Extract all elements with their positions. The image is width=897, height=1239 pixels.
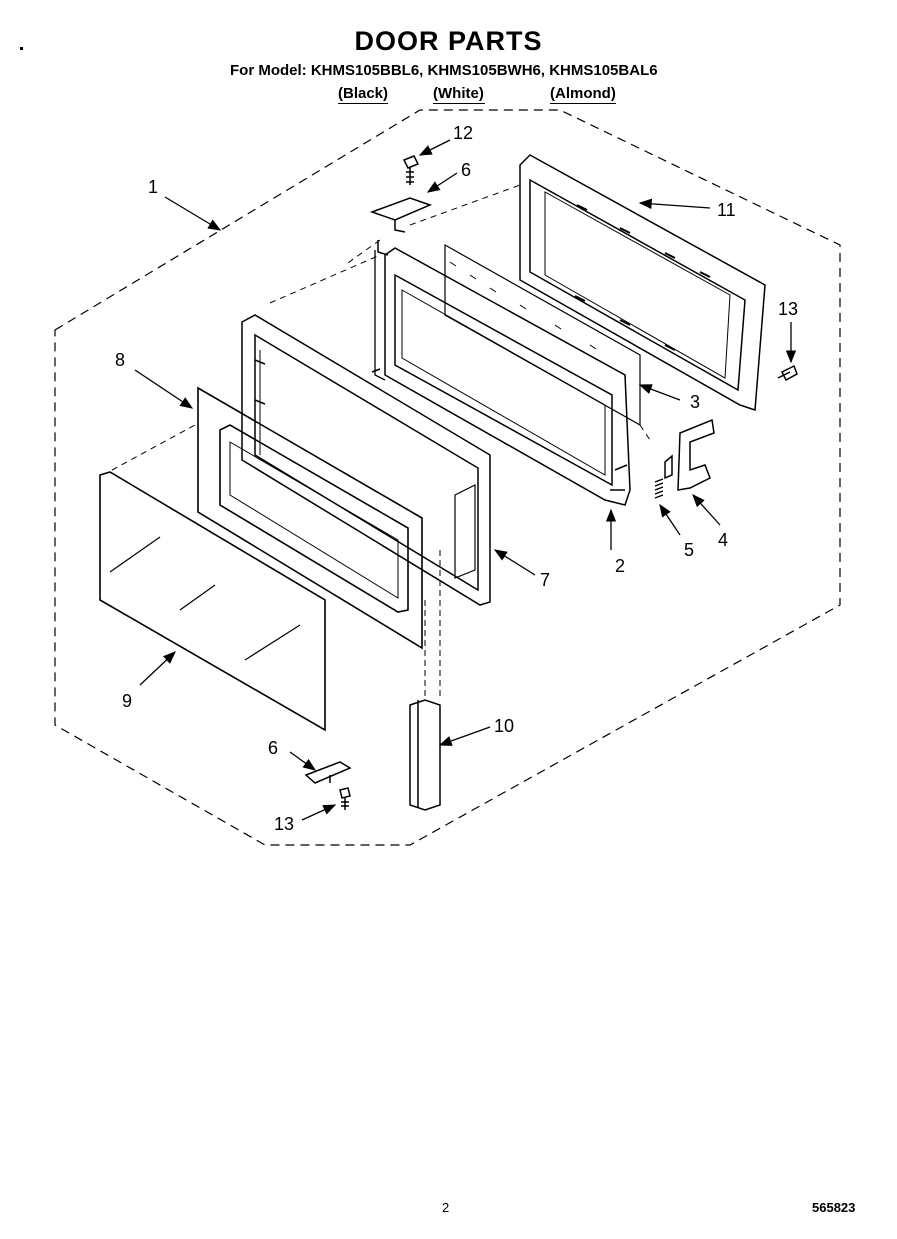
part-13-screw-right — [777, 364, 798, 382]
part-6-top-hinge — [369, 197, 433, 256]
callout-7: 7 — [540, 570, 550, 590]
part-8-trim-frame — [197, 386, 423, 650]
callout-8: 8 — [115, 350, 125, 370]
part-11-choke-frame — [519, 154, 766, 412]
callout-13-right: 13 — [778, 299, 798, 319]
variant-white: (White) — [433, 85, 484, 102]
leader-lines — [134, 139, 797, 821]
callout-13-bottom: 13 — [274, 814, 294, 834]
part-9-front-glass — [99, 471, 326, 732]
callout-5: 5 — [684, 540, 694, 560]
assembly-guides — [111, 184, 651, 471]
part-6-bottom-hinge — [304, 761, 352, 784]
page-number: 2 — [442, 1200, 450, 1215]
callout-11: 11 — [717, 200, 736, 220]
callout-3: 3 — [690, 392, 700, 412]
variant-black: (Black) — [338, 85, 389, 102]
assembly-boundary — [54, 109, 841, 846]
underline-white — [433, 103, 485, 104]
callout-6-bottom: 6 — [268, 738, 278, 758]
part-12-screw — [402, 155, 420, 185]
part-5-spring — [654, 478, 664, 499]
corner-mark — [20, 47, 23, 50]
model-list: For Model: KHMS105BBL6, KHMS105BWH6, KHM… — [230, 62, 658, 79]
callout-10: 10 — [494, 716, 514, 736]
part-3-screen-panel — [444, 243, 641, 427]
part-2-inner-door — [371, 247, 631, 506]
underline-almond — [550, 103, 616, 104]
page-title: DOOR PARTS — [354, 26, 543, 56]
underline-black — [338, 103, 388, 104]
callout-6-top: 6 — [461, 160, 471, 180]
callout-9: 9 — [122, 691, 132, 711]
part-7-outer-frame — [241, 314, 491, 606]
callout-12: 12 — [453, 123, 473, 143]
callout-4: 4 — [718, 530, 728, 550]
document-code: 565823 — [812, 1200, 856, 1215]
part-13-screw-bottom — [339, 787, 351, 810]
callout-2: 2 — [615, 556, 625, 576]
callout-1: 1 — [148, 177, 158, 197]
part-4-latch-lever — [664, 418, 715, 491]
part-10-side-trim — [409, 550, 441, 811]
variant-almond: (Almond) — [550, 85, 616, 102]
